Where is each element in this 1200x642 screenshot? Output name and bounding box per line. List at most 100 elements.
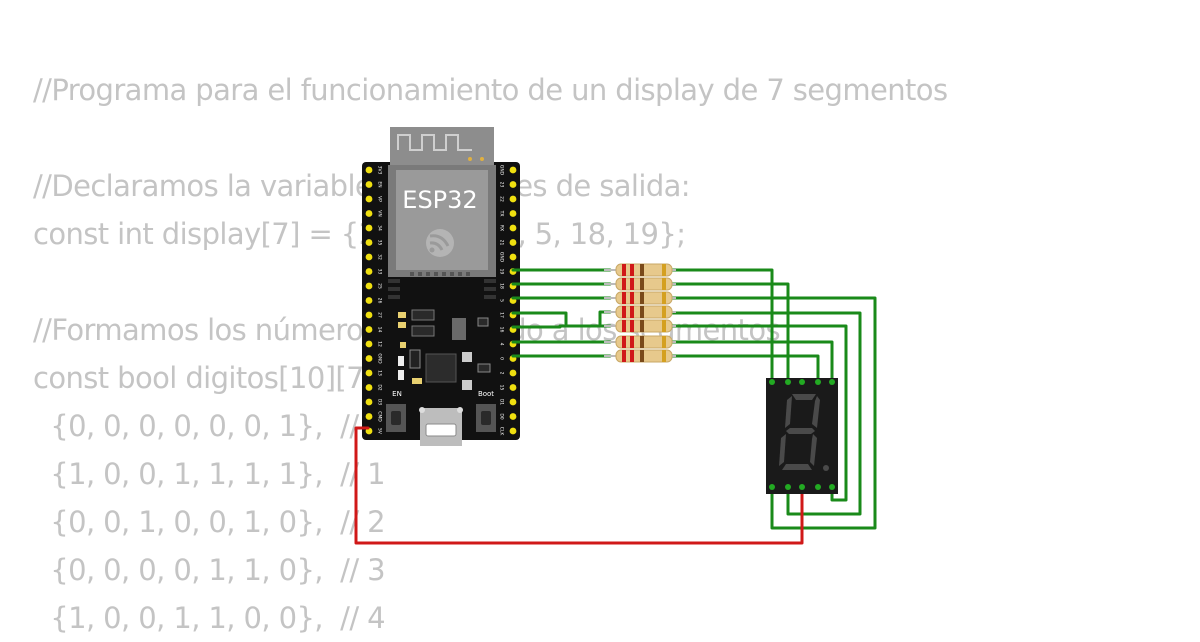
display-pin-top[interactable] bbox=[769, 379, 775, 385]
pin-label: 3V3 bbox=[377, 166, 383, 175]
display-pin-bottom[interactable] bbox=[785, 484, 791, 490]
header-pin[interactable] bbox=[509, 224, 517, 232]
pin-label: 21 bbox=[499, 240, 505, 246]
pin-label: 14 bbox=[377, 327, 383, 333]
antenna-trace bbox=[397, 134, 472, 151]
display-pin-top[interactable] bbox=[799, 379, 805, 385]
pin-label: CMD bbox=[377, 411, 383, 422]
header-pin[interactable] bbox=[365, 355, 373, 362]
left-pin-header: 3V3ENVPVN343532332526271412GND13D2D3CMD5… bbox=[365, 166, 383, 435]
pin-label: 19 bbox=[499, 269, 505, 275]
header-pin[interactable] bbox=[365, 239, 373, 246]
header-pin[interactable] bbox=[365, 195, 373, 203]
header-pin[interactable] bbox=[365, 282, 373, 290]
pin-label: 32 bbox=[377, 254, 383, 260]
resistor-220-ohm[interactable] bbox=[604, 277, 676, 291]
code-line: //Programa para el funcionamiento de un … bbox=[33, 73, 948, 107]
wire-power-5v[interactable] bbox=[354, 426, 804, 545]
board-title: ESP32 bbox=[402, 186, 477, 214]
boot-label: Boot bbox=[478, 390, 494, 398]
display-pin-top[interactable] bbox=[785, 379, 791, 385]
pin-label: 22 bbox=[499, 196, 505, 202]
pin-label: 16 bbox=[499, 327, 505, 333]
esp32-board[interactable]: ESP32 bbox=[362, 127, 520, 446]
header-pin[interactable] bbox=[509, 384, 517, 391]
pin-label: 18 bbox=[499, 283, 505, 289]
header-pin[interactable] bbox=[365, 210, 373, 217]
segment-dp bbox=[823, 465, 829, 471]
wire-seg-bot-2[interactable] bbox=[668, 311, 862, 516]
pin-label: 25 bbox=[377, 283, 383, 289]
pin-label: TX bbox=[499, 210, 505, 217]
resistor-220-ohm[interactable] bbox=[604, 335, 676, 349]
header-pin[interactable] bbox=[509, 181, 517, 188]
segment-f bbox=[785, 396, 792, 428]
wire-pin-16[interactable] bbox=[511, 324, 612, 329]
resistor-220-ohm[interactable] bbox=[604, 319, 676, 333]
pin-label: D1 bbox=[499, 399, 505, 405]
pin-label: D0 bbox=[499, 413, 505, 419]
resistor-220-ohm[interactable] bbox=[604, 291, 676, 305]
code-line: {0, 0, 1, 0, 0, 1, 0}, // 2 bbox=[33, 505, 385, 539]
header-pin[interactable] bbox=[509, 413, 517, 420]
pin-label: 35 bbox=[377, 240, 383, 246]
header-pin[interactable] bbox=[365, 384, 373, 391]
code-line: {0, 0, 0, 0, 0, 0, 1}, // 0 bbox=[33, 409, 385, 443]
display-pin-top[interactable] bbox=[829, 379, 835, 385]
pin-label: 5 bbox=[499, 299, 505, 302]
wire-pin-17[interactable] bbox=[511, 310, 612, 328]
header-pin[interactable] bbox=[509, 369, 517, 377]
display-pin-bottom[interactable] bbox=[799, 484, 805, 490]
micro-usb-port[interactable] bbox=[419, 407, 463, 446]
header-pin[interactable] bbox=[509, 195, 517, 203]
header-pin[interactable] bbox=[365, 398, 373, 406]
header-pin[interactable] bbox=[365, 268, 373, 275]
header-pin[interactable] bbox=[509, 398, 517, 406]
header-pin[interactable] bbox=[365, 224, 373, 232]
display-pin-bottom[interactable] bbox=[829, 484, 835, 490]
pin-label: CLK bbox=[499, 427, 505, 437]
wire-seg-top-4[interactable] bbox=[668, 340, 834, 382]
wire-seg-top-2[interactable] bbox=[668, 282, 790, 382]
header-pin[interactable] bbox=[365, 311, 373, 319]
header-pin[interactable] bbox=[365, 297, 373, 304]
code-line: {1, 0, 0, 1, 1, 1, 1}, // 1 bbox=[33, 457, 385, 491]
seven-segment-display[interactable] bbox=[766, 378, 838, 494]
smd-components bbox=[398, 309, 491, 390]
segment-c bbox=[810, 434, 817, 466]
header-pin[interactable] bbox=[365, 253, 373, 261]
header-pin[interactable] bbox=[365, 166, 373, 174]
pin-label: 12 bbox=[377, 341, 383, 347]
usb-uart-chip bbox=[425, 353, 457, 383]
display-segments bbox=[779, 394, 829, 471]
header-pin[interactable] bbox=[365, 326, 373, 333]
wire-seg-bot-4[interactable] bbox=[668, 324, 848, 502]
resistor-220-ohm[interactable] bbox=[604, 305, 676, 319]
segment-d bbox=[782, 464, 812, 470]
boot-button[interactable] bbox=[476, 404, 496, 432]
header-pin[interactable] bbox=[509, 210, 517, 217]
wire-seg-bot-1[interactable] bbox=[668, 296, 877, 530]
pin-label: 33 bbox=[377, 269, 383, 275]
pin-label: 5V bbox=[377, 428, 383, 435]
en-button[interactable] bbox=[386, 404, 406, 432]
display-pin-top[interactable] bbox=[815, 379, 821, 385]
header-pin[interactable] bbox=[365, 340, 373, 348]
header-pin[interactable] bbox=[365, 413, 373, 420]
header-pin[interactable] bbox=[509, 239, 517, 246]
pin-label: 23 bbox=[499, 182, 505, 188]
header-pin[interactable] bbox=[509, 427, 517, 435]
header-pin[interactable] bbox=[365, 369, 373, 377]
pin-label: 0 bbox=[499, 357, 505, 360]
resistor-220-ohm[interactable] bbox=[604, 349, 676, 363]
resistor-220-ohm[interactable] bbox=[604, 263, 676, 277]
wire-seg-top-3[interactable] bbox=[668, 354, 820, 382]
display-pin-bottom[interactable] bbox=[815, 484, 821, 490]
code-line: {0, 0, 0, 0, 1, 1, 0}, // 3 bbox=[33, 553, 385, 587]
header-pin[interactable] bbox=[509, 166, 517, 174]
display-pin-bottom[interactable] bbox=[769, 484, 775, 490]
header-pin[interactable] bbox=[365, 181, 373, 188]
header-pin[interactable] bbox=[509, 253, 517, 261]
display-pins bbox=[769, 379, 835, 490]
